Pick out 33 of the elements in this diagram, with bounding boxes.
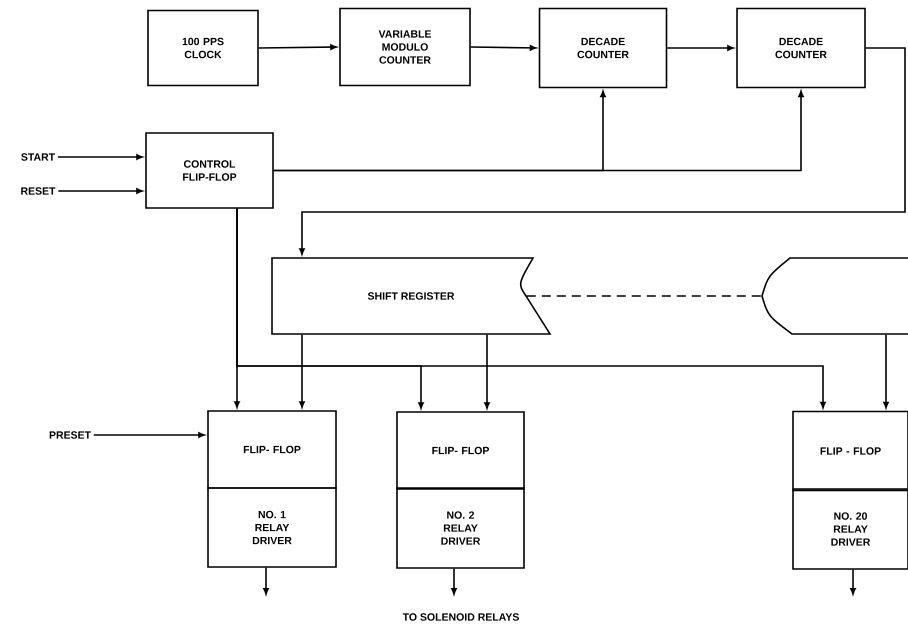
- arrow: [58, 154, 143, 160]
- arrow: [850, 570, 856, 595]
- process-box: FLIP- FLOP: [396, 411, 525, 490]
- caption-text: TO SOLENOID RELAYS: [402, 613, 519, 621]
- process-box: NO. 20 RELAY DRIVER: [792, 488, 908, 570]
- process-box: NO. 2 RELAY DRIVER: [396, 487, 525, 569]
- dashed-line: [526, 295, 762, 297]
- arrow: [470, 45, 536, 51]
- process-box: 100 PPS CLOCK: [147, 10, 259, 86]
- shift-register-block: [761, 257, 908, 335]
- arrow: [274, 90, 804, 172]
- arrow: [263, 568, 269, 595]
- process-box: VARIABLE MODULO COUNTER: [339, 8, 471, 86]
- input-label: START: [21, 153, 55, 161]
- input-label: RESET: [21, 187, 56, 195]
- arrow: [234, 208, 826, 409]
- process-box: DECADE COUNTER: [736, 8, 866, 88]
- process-box: DECADE COUNTER: [538, 8, 668, 88]
- arrow: [667, 45, 734, 51]
- arrow: [58, 188, 143, 194]
- process-box: NO. 1 RELAY DRIVER: [207, 487, 337, 568]
- input-label: PRESET: [50, 431, 91, 439]
- shift-register-block: SHIFT REGISTER: [271, 257, 551, 335]
- arrow: [258, 44, 337, 50]
- arrow: [484, 334, 490, 409]
- arrow: [451, 568, 457, 595]
- arrow: [94, 432, 205, 438]
- process-box: FLIP - FLOP: [792, 410, 908, 492]
- process-box: FLIP- FLOP: [207, 410, 337, 489]
- process-box: CONTROL FLIP-FLOP: [145, 132, 274, 209]
- arrow: [299, 334, 305, 408]
- arrow: [299, 47, 906, 255]
- arrow: [883, 334, 889, 408]
